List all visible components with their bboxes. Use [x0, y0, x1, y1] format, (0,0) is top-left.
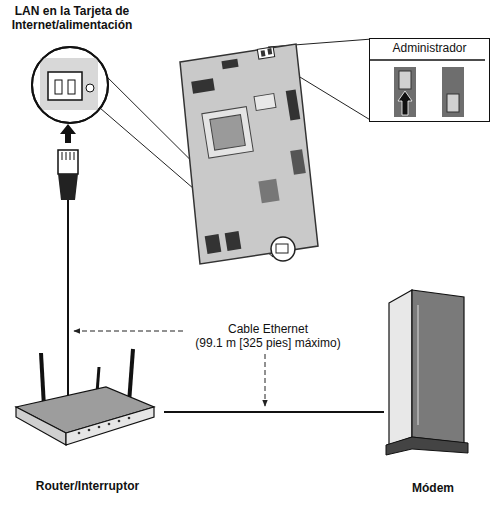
box-title: Administrador [370, 41, 489, 55]
callout-label-text: LAN en la Tarjeta de Internet/alimentaci… [12, 4, 133, 32]
modem-icon: Módem [384, 285, 482, 495]
device-label: Router/Interruptor [11, 479, 164, 493]
admin-switch-box: Administrador [369, 38, 490, 122]
router-icon-drawing [11, 345, 164, 493]
callout-label: LAN en la Tarjeta de Internet/alimentaci… [2, 4, 142, 32]
device-label: Módem [384, 481, 482, 495]
cable-label: Cable Ethernet (99.1 m [325 pies] máximo… [183, 322, 353, 350]
ethernet-plug [58, 124, 78, 396]
router-icon: Router/Interruptor [11, 345, 164, 493]
modem-icon-drawing [384, 285, 482, 495]
circuit-board [180, 44, 318, 264]
lan-port-callout [32, 47, 108, 123]
ethernet-cable [164, 411, 384, 413]
cable-label-text: Cable Ethernet (99.1 m [325 pies] máximo… [195, 322, 340, 350]
